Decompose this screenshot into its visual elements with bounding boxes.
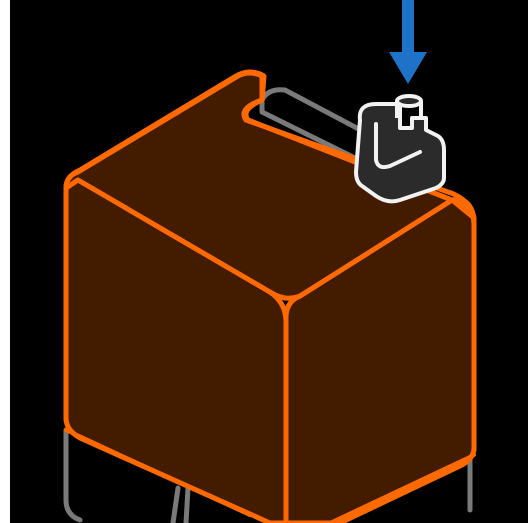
body-bottom-edge [64,428,476,523]
left-page-edge [0,0,10,523]
right-page-edge [528,0,531,523]
cap-icon [354,94,446,204]
body-outline [63,69,477,453]
down-arrow-icon [389,0,427,84]
